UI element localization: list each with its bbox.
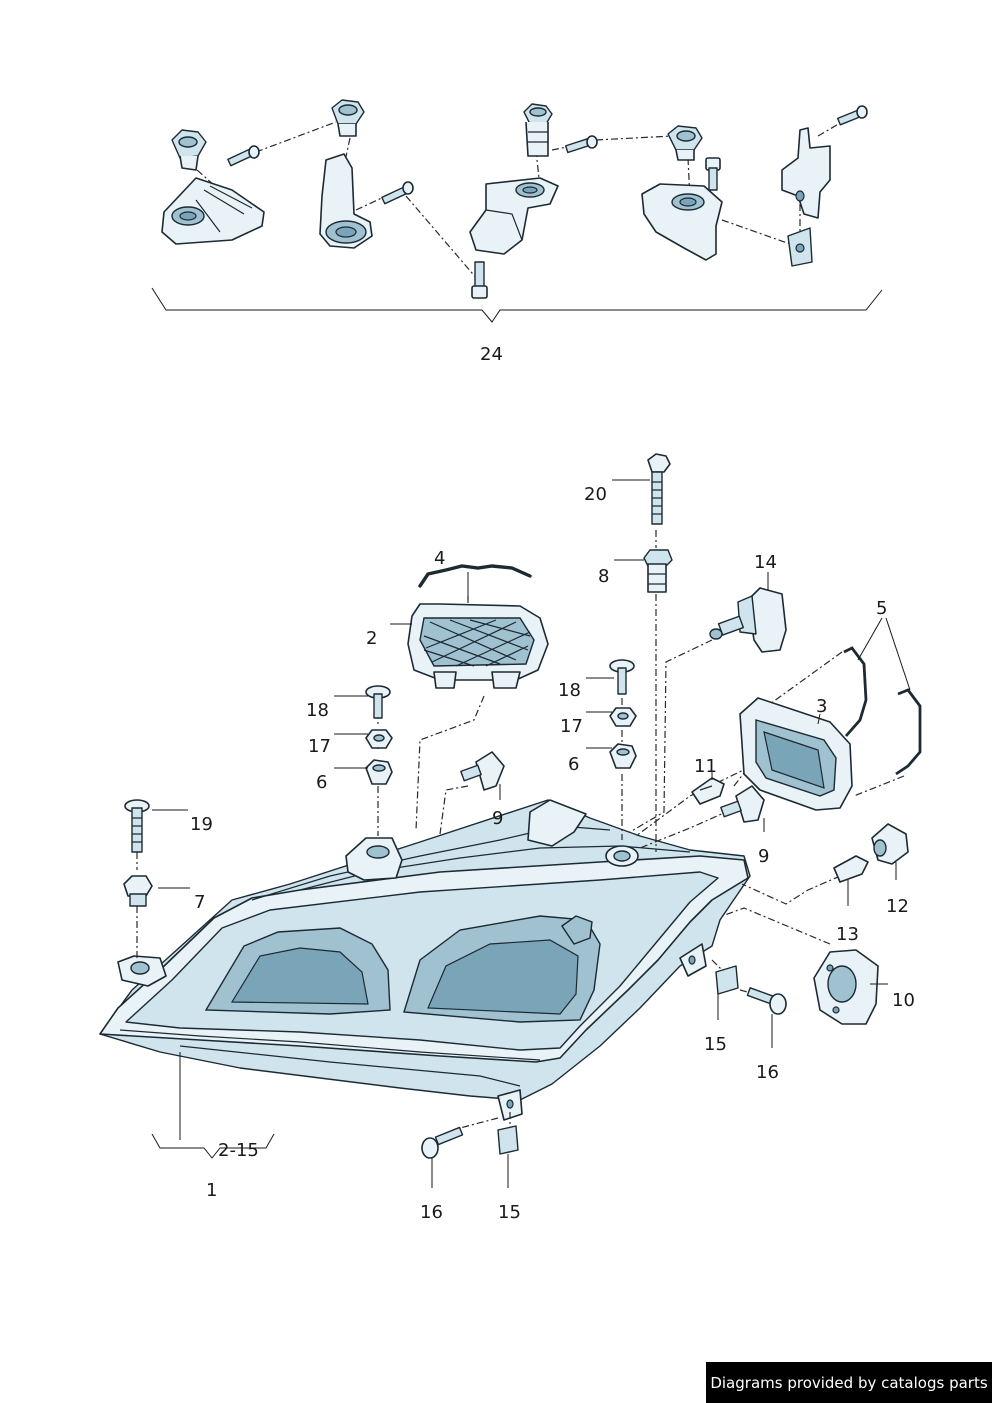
label-17-right: 17: [560, 716, 583, 737]
part-10-control-module: [813, 949, 879, 1025]
part-3-cap: [739, 697, 853, 811]
bushing-top-left: [171, 129, 207, 171]
label-19: 19: [190, 814, 213, 835]
part-12-socket: [871, 823, 909, 865]
label-9-left: 9: [492, 808, 503, 829]
top-left-mount-boss: [345, 837, 403, 881]
right-mount-tab: [679, 943, 707, 977]
bushing-top-mid: [331, 99, 365, 137]
part-5-seal-right: [895, 688, 922, 776]
part-17-nut-right: [609, 707, 637, 727]
part-19-screw: [124, 799, 150, 853]
left-mount-bracket: [161, 177, 265, 245]
top-right-mount-boss: [605, 845, 639, 867]
part-18-screw-left: [365, 685, 391, 719]
part-4-seal-strip: [418, 564, 532, 588]
part-17-nut-left: [365, 729, 393, 749]
label-6-right: 6: [568, 754, 579, 775]
label-24: 24: [480, 344, 503, 365]
bushing-top-center: [523, 103, 553, 157]
part-14-bulb-socket: [709, 587, 787, 653]
part-16-screw-right: [746, 987, 787, 1015]
left-mount-tab: [117, 955, 167, 987]
part-16-screw-bottom: [421, 1126, 464, 1159]
bottom-mount-tab: [497, 1089, 523, 1121]
label-16-right: 16: [756, 1062, 779, 1083]
connector-socket: [561, 915, 593, 945]
screw-top-mid: [381, 181, 414, 205]
label-16-bottom: 16: [420, 1202, 443, 1223]
screw-far-right: [836, 105, 868, 126]
bushing-top-right: [667, 125, 703, 161]
part-labels: 20 8 14 4 5 2 3 18 17 6 18 17 6 9 9 11 1…: [190, 484, 915, 1223]
part-20-bolt: [647, 453, 671, 525]
label-leader-lines: [151, 479, 911, 1188]
label-5: 5: [876, 598, 887, 619]
bracket-set-group: 24: [151, 99, 883, 365]
part-13-small-bulb: [833, 855, 869, 883]
screw-top-center-right: [564, 135, 598, 154]
label-12: 12: [886, 896, 909, 917]
part-15-clip-right: [715, 965, 739, 995]
part-9-bulb-right: [720, 785, 765, 823]
bolt-top-right: [705, 157, 721, 191]
part-18-screw-right: [609, 659, 635, 695]
label-18-left: 18: [306, 700, 329, 721]
part-9-bulb-left: [460, 751, 505, 791]
right-mount-bracket: [641, 183, 723, 261]
part-6-grommet-right: [609, 743, 637, 769]
label-4: 4: [434, 548, 445, 569]
label-8: 8: [598, 566, 609, 587]
part-8-sleeve: [643, 549, 673, 593]
center-mount-bracket: [469, 177, 559, 255]
label-17-left: 17: [308, 736, 331, 757]
part-6-grommet-left: [365, 759, 393, 785]
label-3: 3: [816, 696, 827, 717]
screw-top-left: [227, 145, 260, 167]
headlight-assembly: [99, 799, 751, 1121]
part-2-cover: [407, 603, 549, 689]
label-11: 11: [694, 756, 717, 777]
label-7: 7: [194, 892, 205, 913]
label-10: 10: [892, 990, 915, 1011]
label-1: 1: [206, 1180, 217, 1201]
label-18-right: 18: [558, 680, 581, 701]
label-9-right: 9: [758, 846, 769, 867]
bolt-bottom-center: [471, 261, 488, 299]
tall-mount-bracket: [319, 153, 373, 249]
part-7-grommet: [123, 875, 153, 907]
label-2-15: 2-15: [218, 1140, 259, 1161]
part-11-small-bulb: [691, 777, 725, 805]
label-14: 14: [754, 552, 777, 573]
label-20: 20: [584, 484, 607, 505]
clip-far-right: [787, 227, 813, 267]
group-brace-24: [151, 287, 883, 323]
label-2: 2: [366, 628, 377, 649]
far-right-mount-bracket: [781, 127, 831, 219]
part-5-seal-left: [843, 646, 868, 737]
label-15-bottom: 15: [498, 1202, 521, 1223]
label-13: 13: [836, 924, 859, 945]
label-6-left: 6: [316, 772, 327, 793]
label-15-right: 15: [704, 1034, 727, 1055]
part-15-clip-bottom: [497, 1125, 519, 1155]
credit-banner: Diagrams provided by catalogs parts: [706, 1362, 992, 1403]
